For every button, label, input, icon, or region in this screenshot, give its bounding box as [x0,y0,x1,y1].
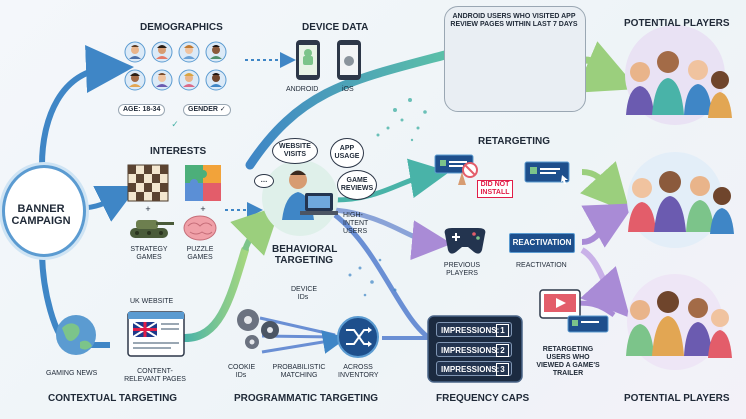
content-relevant-pages-label: CONTENT-RELEVANT PAGES [124,368,186,383]
frequency-caps-title: FREQUENCY CAPS [436,393,530,404]
probabilistic-matching-label: PROBABILISTIC MATCHING [272,364,326,379]
contextual-targeting-title: CONTEXTUAL TARGETING [48,393,178,404]
impressions-row-num: 2 [496,344,509,357]
did-not-install-tag: DID NOT INSTALL [477,180,513,198]
bubble-dots: … [254,174,274,188]
programmatic-targeting-title: PROGRAMMATIC TARGETING [234,393,379,404]
bubble-game-reviews: GAME REVIEWS [337,170,377,200]
svg-text:✓: ✓ [171,120,179,130]
impressions-row-num: 1 [496,324,509,337]
brain-icon [183,215,217,241]
impressions-row-1: IMPRESSIONS: 1 [436,322,512,337]
impressions-row-3: IMPRESSIONS: 3 [436,361,512,376]
interests-title: INTERESTS [150,146,207,157]
high-intent-users-label: HIGH-INTENT USERS [343,212,369,235]
impressions-row-label: IMPRESSIONS: [441,365,500,374]
bubble-website-visits: WEBSITE VISITS [272,138,318,164]
retargeting-title: RETARGETING [478,136,551,147]
players-group-middle [627,152,734,248]
ios-label: iOS [342,86,354,93]
svg-text:+: + [200,204,205,214]
strategy-games-label: STRATEGY GAMES [130,246,168,261]
android-label: ANDROID [286,86,319,93]
reactivation-button: REACTIVATION [509,233,575,253]
behavioral-targeting-title: BEHAVIORAL TARGETING [272,244,338,266]
uk-website-label: UK WEBSITE [130,298,174,305]
cookie-ids-label: COOKIE IDs [228,364,256,379]
callout-box [444,6,586,112]
device-ids-label: DEVICE IDs [291,286,318,301]
chess-board-icon [127,164,169,202]
age-tag: AGE: 18-34 [118,104,166,116]
trailer-retargeting-text: RETARGETING USERS WHO VIEWED A GAME'S TR… [536,346,600,377]
banner-campaign-title: BANNER CAMPAIGN [11,203,71,227]
across-inventory-label: ACROSS INVENTORY [338,364,379,379]
banner-campaign-node [2,165,86,257]
retargeting-banner-icon-2 [524,161,570,184]
gaming-news-label: GAMING NEWS [46,370,98,377]
demographics-avatars [124,41,227,91]
callout-text: ANDROID USERS WHO VISITED APP REVIEW PAG… [450,13,578,28]
players-group-bottom [626,274,732,370]
tank-icon [130,220,174,238]
potential-players-title-top: POTENTIAL PLAYERS [624,18,730,29]
ios-phone-icon [337,40,361,80]
previous-players-label: PREVIOUS PLAYERS [443,262,481,277]
potential-players-title-bottom: POTENTIAL PLAYERS [624,393,730,404]
android-phone-icon [296,40,320,80]
reactivation-label: REACTIVATION [516,262,567,269]
trailer-video-icon [539,289,581,319]
uk-website-icon [127,311,185,357]
shuffle-icon [337,316,379,358]
demographics-title: DEMOGRAPHICS [140,22,223,33]
impressions-row-label: IMPRESSIONS: [441,346,500,355]
impressions-row-2: IMPRESSIONS: 2 [436,342,512,357]
impressions-row-label: IMPRESSIONS: [441,326,500,335]
behavioral-person-icon [262,160,338,236]
globe-icon [56,315,96,355]
svg-text:+: + [145,204,150,214]
puzzle-games-label: PUZZLE GAMES [186,246,214,261]
gender-tag: GENDER ✓ [183,104,231,116]
device-data-title: DEVICE DATA [302,22,369,33]
puzzle-icon [185,165,221,201]
hand-ban-icon [458,162,478,185]
bubble-app-usage: APP USAGE [330,138,364,168]
trailer-banner-icon [567,315,609,333]
impressions-row-num: 3 [496,363,509,376]
gamepad-icon [444,228,486,254]
gears-icon [237,309,279,349]
players-group-top [625,25,732,125]
